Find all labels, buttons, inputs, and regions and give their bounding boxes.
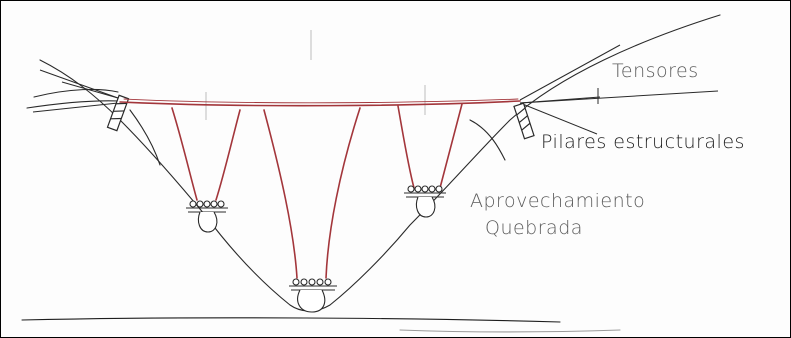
tensor-left-2 xyxy=(33,103,118,112)
hanger-left-b xyxy=(216,110,240,200)
label-tensores: Tensores xyxy=(612,62,699,81)
right-slope-stroke xyxy=(470,120,505,160)
tensor-right-2 xyxy=(520,91,718,103)
tensioners xyxy=(33,45,718,134)
label-quebrada: Quebrada xyxy=(485,219,583,238)
hanger-center-b xyxy=(326,108,360,278)
platform-left xyxy=(186,201,228,232)
tensor-left-1 xyxy=(40,70,118,98)
hanger-center-a xyxy=(264,110,297,278)
main-cable xyxy=(120,101,520,106)
main-cable-2 xyxy=(124,99,518,103)
platform-center xyxy=(289,279,337,312)
platform-right xyxy=(404,186,446,217)
label-aprovechamiento: Aprovechamiento xyxy=(470,192,645,211)
left-slope-stroke xyxy=(130,110,160,165)
red-cables xyxy=(120,99,520,278)
guide-lines xyxy=(206,30,425,120)
label-pilares: Pilares estructurales xyxy=(541,133,745,152)
ground-line-2 xyxy=(400,330,620,332)
hanger-right-b xyxy=(440,104,462,188)
pillars xyxy=(107,95,534,138)
ground-line xyxy=(22,318,560,322)
tensor-right-upper xyxy=(520,45,620,100)
hanger-left-a xyxy=(172,108,197,200)
hanger-right-a xyxy=(398,106,414,188)
pillar-right xyxy=(514,103,534,138)
